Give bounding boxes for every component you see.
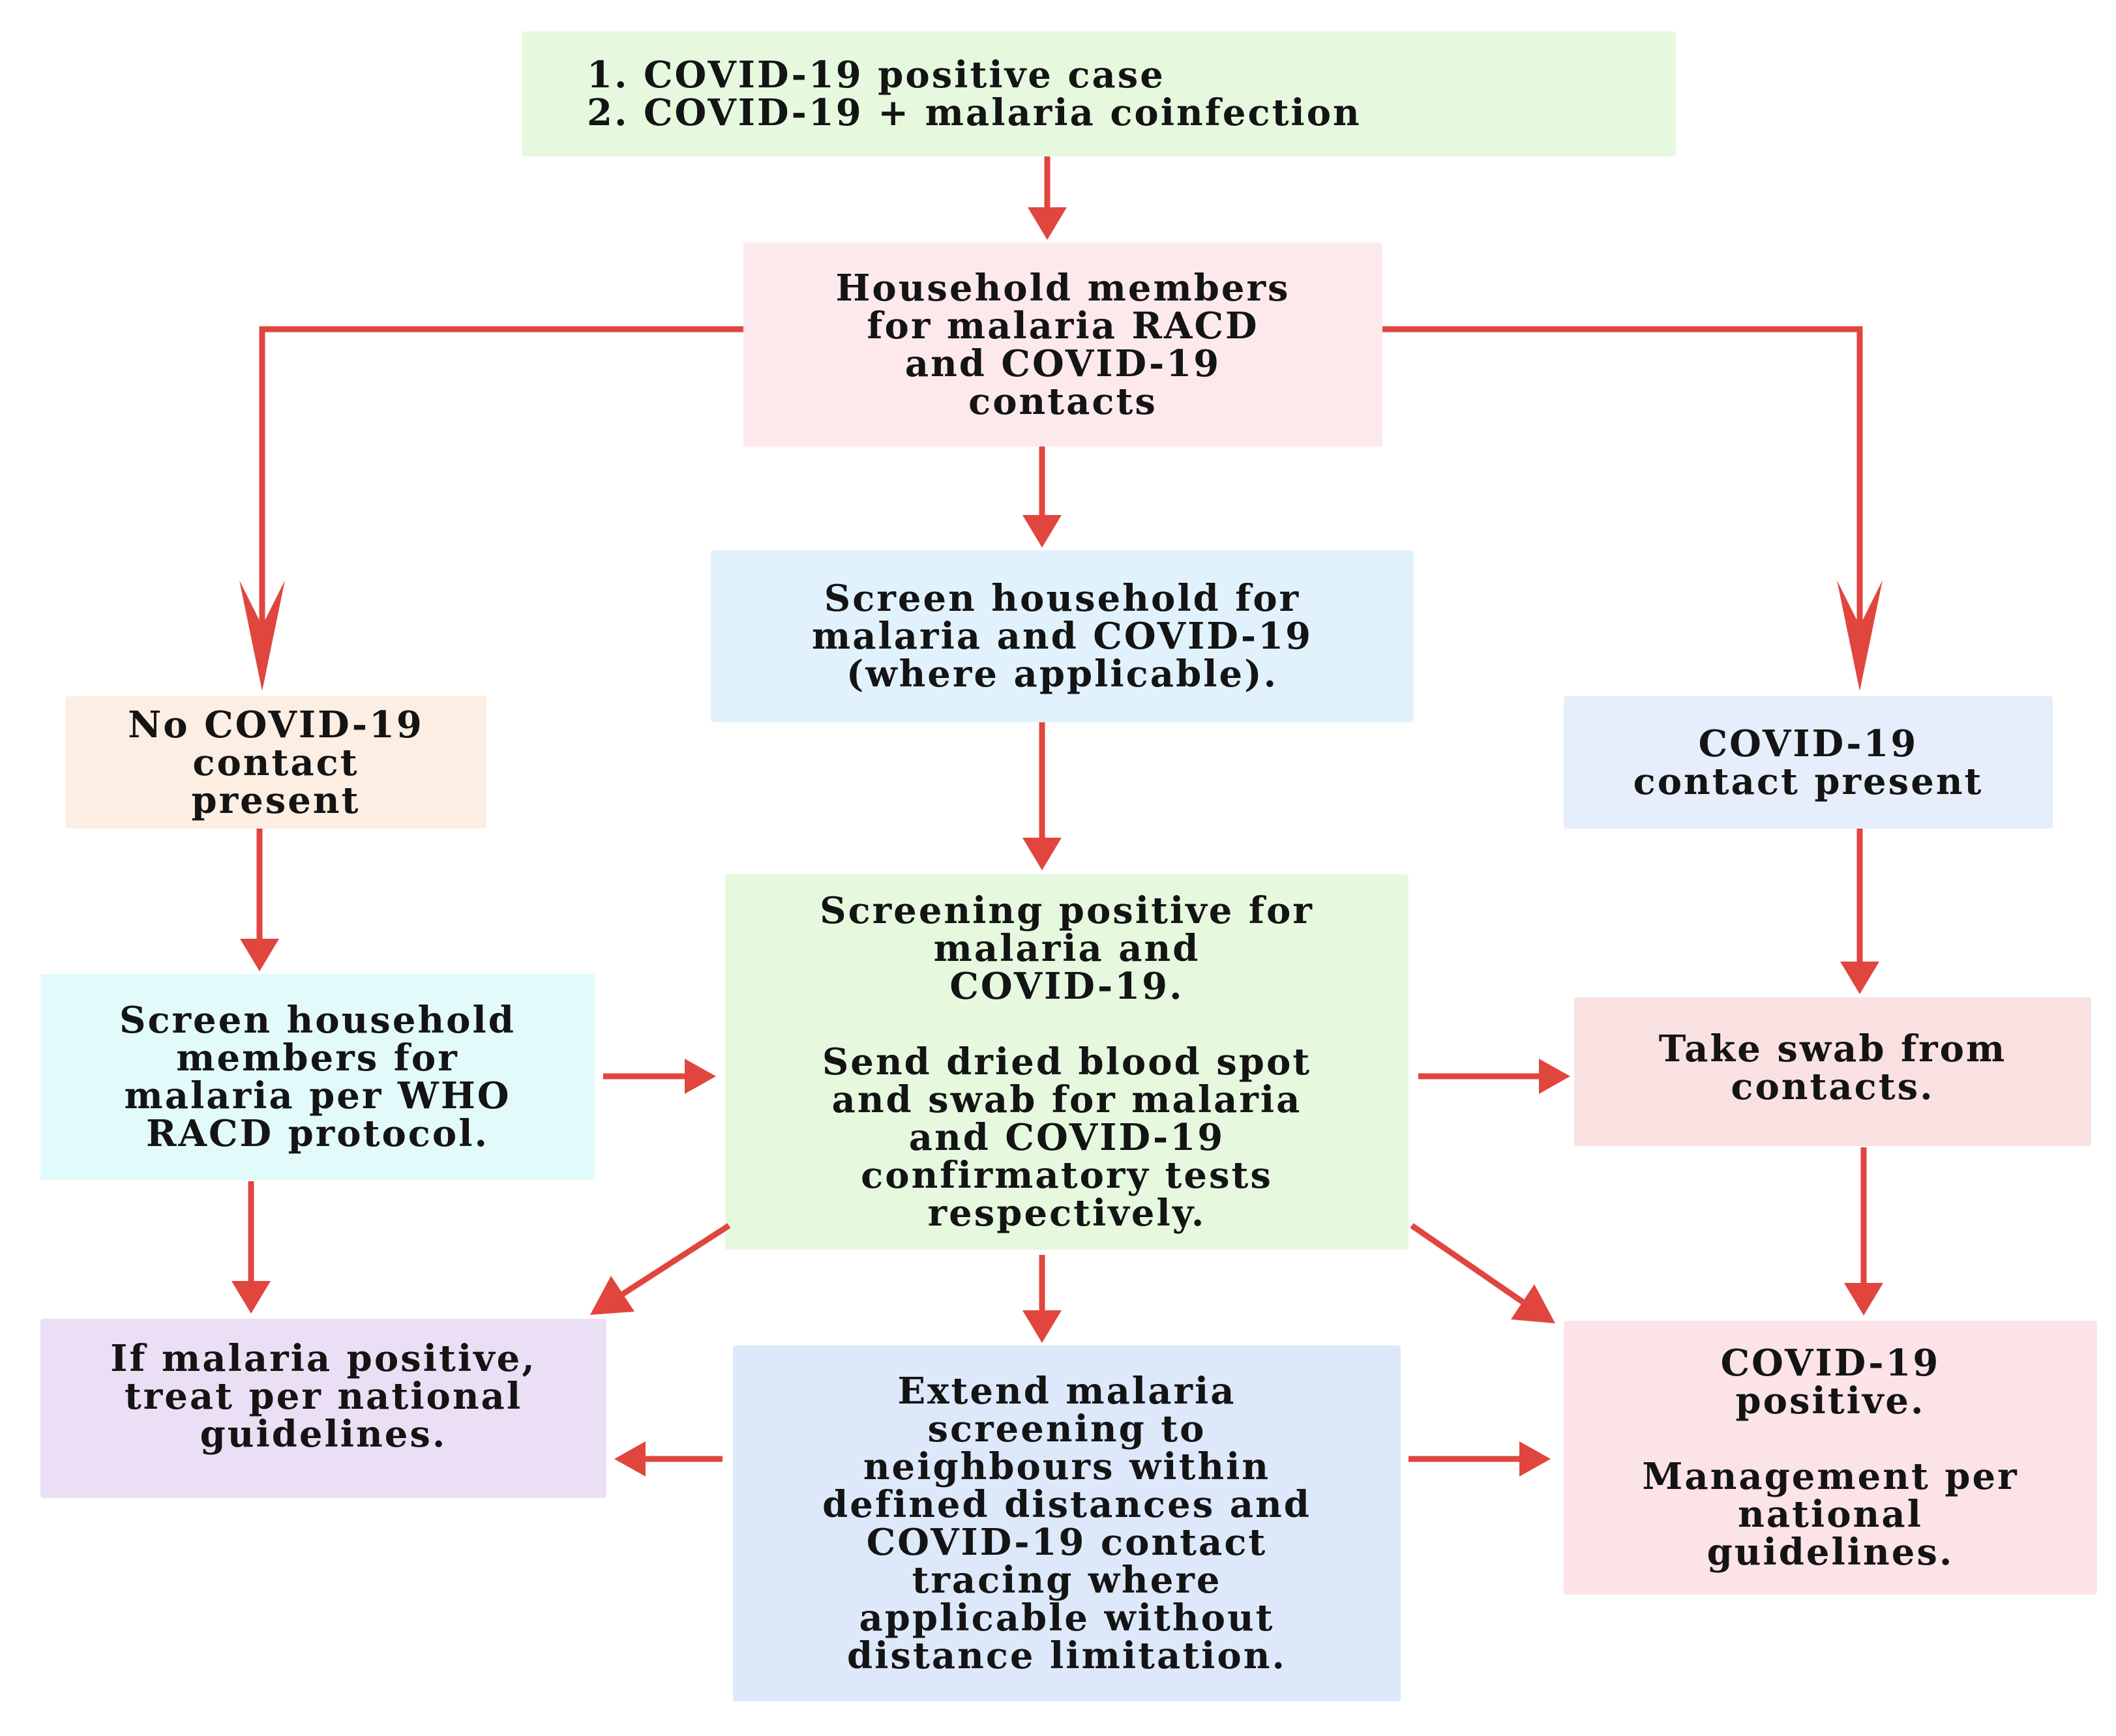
arrowhead <box>239 580 285 691</box>
arrowhead <box>1837 580 1883 691</box>
node-text-line: respectively. <box>927 1192 1206 1235</box>
node-text-line: Take swab from <box>1658 1027 2007 1070</box>
node-text-line: positive. <box>1735 1379 1926 1422</box>
arrowhead <box>1022 1310 1062 1343</box>
node-text-line: distance limitation. <box>847 1634 1287 1677</box>
node-covid-positive-management: COVID-19 positive. Management per nation… <box>1564 1321 2097 1595</box>
node-text-line: malaria and <box>933 927 1200 970</box>
node-text-line: 1. COVID-19 positive case <box>587 53 1165 96</box>
node-text-line: contacts. <box>1731 1065 1935 1108</box>
node-text-line: COVID-19 <box>1720 1342 1941 1385</box>
arrowhead <box>590 1276 634 1315</box>
node-text-line: applicable without <box>859 1596 1275 1640</box>
arrow-screening-positive-to-malaria-positive <box>621 1223 731 1297</box>
node-text-line: contact <box>192 741 359 784</box>
node-text-line: COVID-19. <box>949 965 1184 1008</box>
node-text-line: neighbours within <box>863 1445 1271 1488</box>
node-text-line: COVID-19 contact <box>866 1521 1268 1564</box>
arrowhead <box>1022 515 1062 548</box>
node-screening-positive: Screening positive for malaria and COVID… <box>725 874 1408 1250</box>
arrow-household-to-contact <box>1382 326 1863 626</box>
arrowhead <box>1022 838 1062 870</box>
node-text-line: guidelines. <box>200 1413 447 1456</box>
arrowhead <box>1539 1059 1570 1094</box>
node-extend-screening: Extend malaria screening to neighbours w… <box>733 1346 1401 1701</box>
node-screen-who-protocol: Screen household members for malaria per… <box>40 974 595 1180</box>
node-text-line: defined distances and <box>822 1483 1311 1526</box>
node-text-line: malaria per WHO <box>124 1074 511 1117</box>
arrowhead <box>685 1059 716 1094</box>
node-covid-contact-present: COVID-19 contact present <box>1564 696 2053 829</box>
arrowhead <box>1844 1283 1883 1316</box>
arrowhead <box>1028 207 1067 240</box>
node-text-line: tracing where <box>912 1559 1222 1602</box>
arrow-household-to-no-contact <box>259 326 743 626</box>
arrowhead <box>1840 962 1879 994</box>
arrowhead <box>1511 1284 1555 1323</box>
node-text-line: members for <box>176 1037 459 1080</box>
node-text-line: contacts <box>968 379 1157 423</box>
node-household-members: Household members for malaria RACD and C… <box>743 243 1382 447</box>
node-text-line: COVID-19 <box>1698 722 1918 765</box>
node-text-line: and COVID-19 <box>904 342 1221 385</box>
arrow-screening-positive-to-covid-positive <box>1410 1223 1525 1304</box>
node-text-line: and COVID-19 <box>908 1116 1225 1159</box>
arrowhead <box>231 1281 271 1314</box>
node-text-line: Screening positive for <box>820 889 1314 932</box>
node-text-line: Extend malaria <box>897 1370 1236 1413</box>
node-text-line: guidelines. <box>1706 1531 1954 1574</box>
node-malaria-positive-treat: If malaria positive, treat per national … <box>40 1319 606 1498</box>
node-text-line: screening to <box>927 1407 1206 1450</box>
node-text-line: RACD protocol. <box>145 1112 490 1155</box>
node-covid-positive-case: 1. COVID-19 positive case 2. COVID-19 + … <box>522 31 1676 156</box>
node-text-line: confirmatory tests <box>861 1154 1273 1197</box>
node-text-line: Screen household <box>119 999 516 1042</box>
node-text-line: contact present <box>1633 759 1984 803</box>
node-text-line: 2. COVID-19 + malaria coinfection <box>587 91 1362 134</box>
node-text-line: No COVID-19 <box>128 703 424 746</box>
node-take-swab: Take swab from contacts. <box>1574 997 2091 1146</box>
node-text-line: Send dried blood spot <box>822 1040 1312 1083</box>
arrowhead <box>614 1441 646 1477</box>
node-text-line: and swab for malaria <box>831 1078 1302 1121</box>
node-text-line: national <box>1738 1493 1923 1536</box>
arrowhead <box>1519 1441 1551 1477</box>
node-text-line: Screen household for <box>824 577 1301 620</box>
node-text-line: Management per <box>1642 1455 2019 1498</box>
node-text-line: for malaria RACD <box>867 304 1259 347</box>
node-text-line: present <box>191 778 361 822</box>
node-no-covid-contact: No COVID-19 contact present <box>65 696 486 829</box>
node-text-line: (where applicable). <box>846 653 1279 696</box>
node-text-line: treat per national <box>124 1375 523 1418</box>
node-text-line: If malaria positive, <box>110 1337 537 1380</box>
node-screen-household: Screen household for malaria and COVID-1… <box>711 550 1414 722</box>
node-text-line: malaria and COVID-19 <box>811 615 1313 658</box>
arrowhead <box>240 939 279 971</box>
node-text-line: Household members <box>835 266 1290 310</box>
